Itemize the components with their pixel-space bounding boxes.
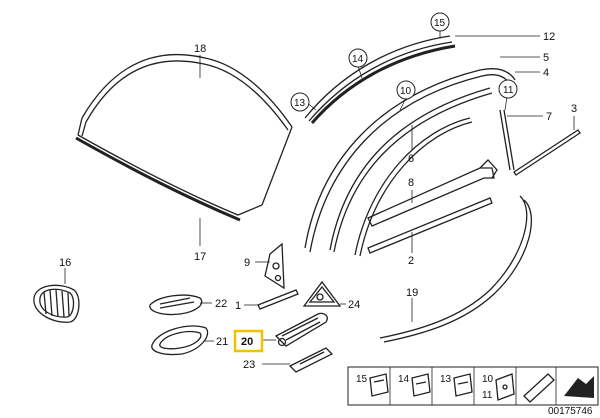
label-18: 18 [194, 43, 206, 55]
windshield[interactable] [77, 53, 293, 216]
clip-13[interactable] [453, 373, 473, 397]
label-3: 3 [571, 103, 577, 115]
label-17: 17 [194, 251, 206, 263]
door-seal-19[interactable] [379, 195, 532, 343]
warning-triangle-24[interactable] [302, 280, 342, 307]
callout-13: 13 [290, 92, 317, 112]
clip-15[interactable] [369, 373, 389, 397]
windshield-lower-seal[interactable] [75, 136, 241, 222]
mirror-triangle-9[interactable] [264, 242, 285, 290]
side-marker-21[interactable] [151, 325, 209, 356]
clip-14[interactable] [411, 373, 431, 397]
legend-label-13: 13 [440, 374, 452, 385]
label-8: 8 [408, 177, 414, 189]
pillar-trim-7[interactable] [499, 109, 515, 171]
roof-trim-strips[interactable] [304, 35, 516, 253]
svg-text:15: 15 [434, 18, 446, 29]
clip-strip[interactable] [523, 373, 555, 403]
clip-10-11[interactable] [495, 373, 515, 401]
svg-text:10: 10 [400, 86, 412, 97]
emblem-23[interactable] [288, 347, 334, 373]
handle-trim-20[interactable] [274, 312, 328, 347]
callout-15: 15 [430, 12, 450, 38]
legend-label-14: 14 [398, 374, 410, 385]
label-23: 23 [243, 359, 255, 371]
label-24: 24 [348, 299, 360, 311]
legend-label-10: 10 [482, 374, 494, 385]
highlight-box [233, 329, 264, 353]
label-7: 7 [546, 111, 552, 123]
legend-label-15: 15 [356, 374, 368, 385]
label-21: 21 [216, 336, 228, 348]
belt-strip-8[interactable] [367, 159, 498, 227]
svg-text:13: 13 [294, 98, 306, 109]
label-4: 4 [543, 67, 549, 79]
arrow-icon [564, 376, 594, 398]
trim-strip-3[interactable] [513, 129, 581, 176]
window-frame-trim[interactable] [354, 117, 473, 257]
svg-text:14: 14 [352, 54, 364, 65]
label-20: 20 [241, 336, 253, 348]
kidney-grille-16[interactable] [33, 284, 80, 323]
doc-number: 00175746 [548, 406, 593, 417]
label-5: 5 [543, 52, 549, 64]
strip-1[interactable] [257, 289, 299, 310]
callout-11: 11 [498, 79, 518, 111]
vent-grille-22[interactable] [149, 294, 203, 316]
label-2: 2 [408, 255, 414, 267]
clips-legend: 15 14 13 10 11 [347, 366, 599, 406]
label-19: 19 [406, 287, 418, 299]
label-16: 16 [59, 257, 71, 269]
legend-label-11: 11 [482, 390, 493, 401]
callout-14: 14 [348, 48, 368, 79]
label-22: 22 [215, 298, 227, 310]
trim-strip-2[interactable] [367, 197, 493, 254]
label-12: 12 [543, 31, 555, 43]
svg-text:11: 11 [503, 85, 514, 96]
label-9: 9 [244, 257, 250, 269]
callout-10: 10 [396, 80, 416, 111]
label-6: 6 [408, 153, 414, 165]
label-1: 1 [235, 300, 241, 312]
